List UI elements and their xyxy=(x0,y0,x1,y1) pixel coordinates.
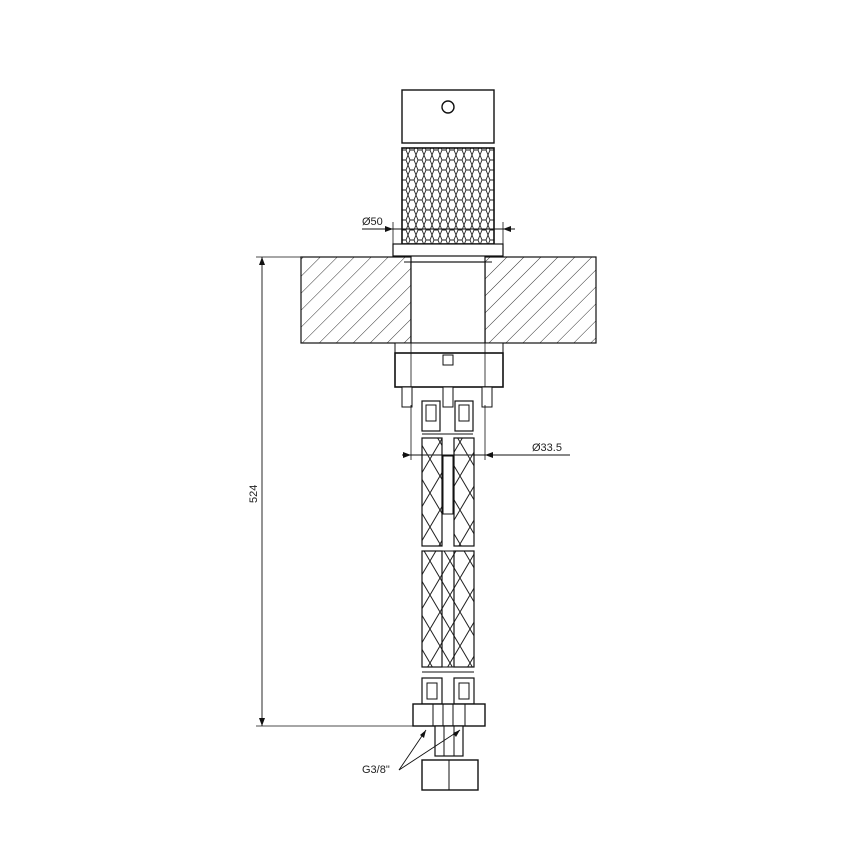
base-ring xyxy=(392,243,504,257)
countertop-section xyxy=(300,256,597,344)
overall-height-label: 524 xyxy=(248,484,260,503)
lock-nut xyxy=(394,342,504,408)
dimension-overall-height xyxy=(256,256,413,727)
thread-callout-leader xyxy=(398,729,461,771)
thread-size-label: G3/8" xyxy=(362,764,390,776)
braided-hose-upper xyxy=(421,437,475,547)
body-diameter-label: Ø33.5 xyxy=(532,442,562,454)
hose-fittings-lower xyxy=(421,671,475,705)
dimension-handle-diameter xyxy=(362,222,515,246)
knurled-handle xyxy=(401,147,495,245)
connector-nut xyxy=(412,703,486,791)
handle-cap xyxy=(401,89,495,144)
hose-fittings-upper xyxy=(421,400,474,435)
braided-hose-lower xyxy=(421,550,475,668)
handle-diameter-label: Ø50 xyxy=(362,216,383,228)
